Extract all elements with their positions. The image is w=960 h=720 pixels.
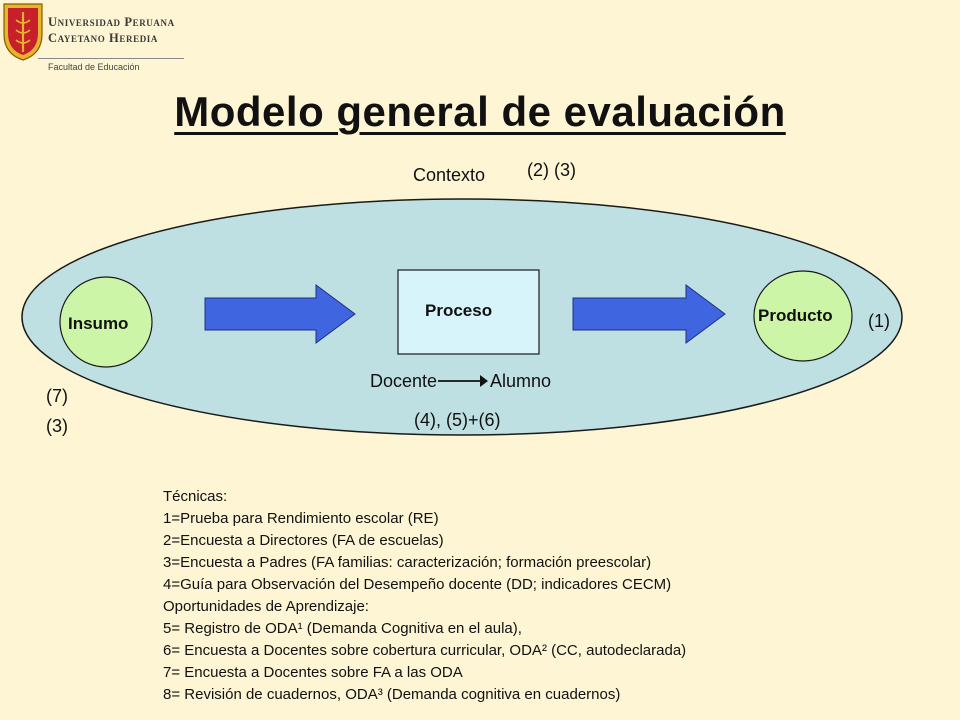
faculty-name: Facultad de Educación xyxy=(48,62,140,72)
product-node xyxy=(753,270,853,362)
product-label: Producto xyxy=(758,306,833,325)
input-node xyxy=(59,276,153,368)
context-label: Contexto xyxy=(413,165,486,185)
left-ref-1: (7) xyxy=(46,386,68,406)
arrow-process-to-product xyxy=(572,284,726,344)
arrow-input-to-process xyxy=(204,284,356,344)
university-line1: Universidad Peruana xyxy=(48,15,175,29)
list-item: 7= Encuesta a Docentes sobre FA a las OD… xyxy=(163,664,463,681)
context-refs: (2) (3) xyxy=(527,160,576,180)
left-ref-2: (3) xyxy=(46,416,68,436)
techniques-list: Técnicas: 1=Prueba para Rendimiento esco… xyxy=(163,486,686,706)
list-item: 5= Registro de ODA¹ (Demanda Cognitiva e… xyxy=(163,620,522,637)
opportunities-heading: Oportunidades de Aprendizaje: xyxy=(163,598,369,615)
university-line2: Cayetano Heredia xyxy=(48,31,158,45)
university-name: Universidad Peruana Cayetano Heredia xyxy=(48,14,175,46)
product-ref: (1) xyxy=(868,311,890,331)
list-item: 4=Guía para Observación del Desempeño do… xyxy=(163,576,672,593)
process-refs: (4), (5)+(6) xyxy=(414,410,501,430)
list-item: 8= Revisión de cuadernos, ODA³ (Demanda … xyxy=(163,686,621,703)
student-label: Alumno xyxy=(490,371,552,391)
page-title: Modelo general de evaluación xyxy=(174,88,786,135)
teacher-label: Docente xyxy=(370,371,438,391)
header-divider xyxy=(38,58,184,59)
input-label: Insumo xyxy=(68,314,129,333)
list-item: 2=Encuesta a Directores (FA de escuelas) xyxy=(163,532,444,549)
university-logo xyxy=(3,3,43,61)
process-node xyxy=(397,269,540,355)
teacher-student-arrowhead xyxy=(480,375,488,387)
list-item: 1=Prueba para Rendimiento escolar (RE) xyxy=(163,510,439,527)
techniques-heading: Técnicas: xyxy=(163,488,228,505)
list-item: 3=Encuesta a Padres (FA familias: caract… xyxy=(163,554,652,571)
list-item: 6= Encuesta a Docentes sobre cobertura c… xyxy=(163,642,687,659)
process-label: Proceso xyxy=(425,301,493,320)
